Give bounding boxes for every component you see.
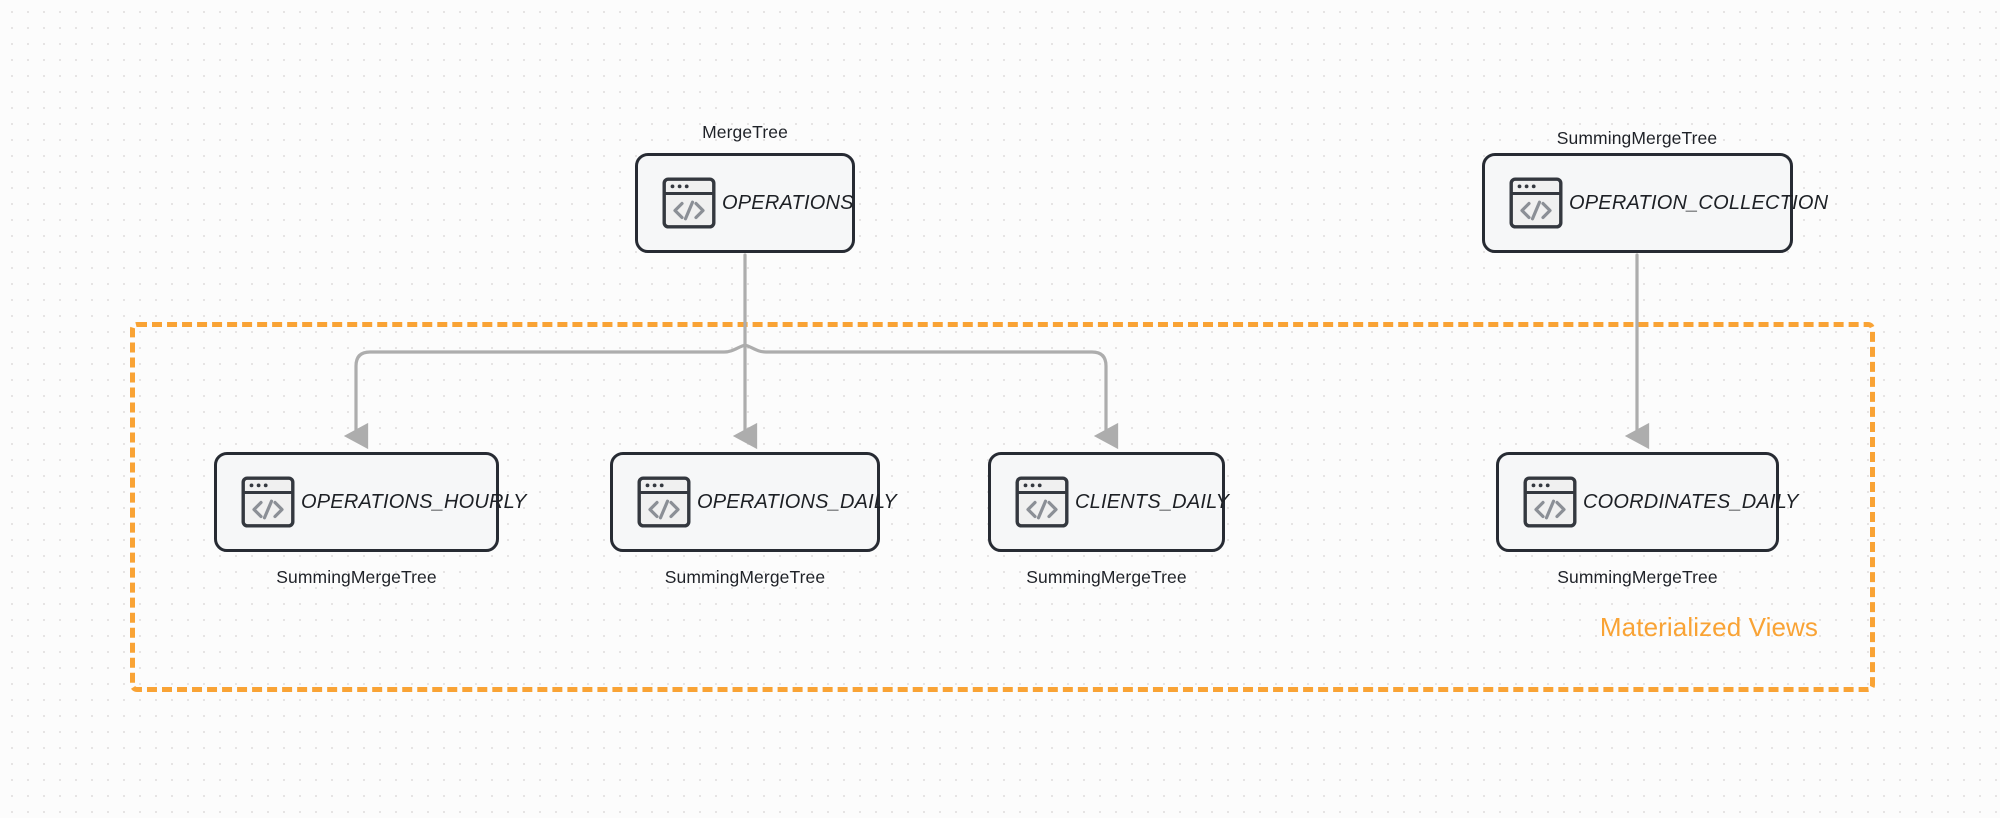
code-window-icon bbox=[1015, 476, 1069, 528]
code-window-icon bbox=[1523, 476, 1577, 528]
engine-caption-operations-hourly: SummingMergeTree bbox=[276, 567, 437, 587]
node-clients-daily[interactable]: CLIENTS_DAILY bbox=[988, 452, 1229, 552]
node-operations-daily[interactable]: OPERATIONS_DAILY bbox=[610, 452, 897, 552]
code-window-icon bbox=[662, 177, 716, 229]
node-label-operations-hourly: OPERATIONS_HOURLY bbox=[301, 490, 527, 513]
engine-caption-coordinates-daily: SummingMergeTree bbox=[1557, 567, 1718, 587]
node-operation-collection[interactable]: OPERATION_COLLECTION bbox=[1482, 153, 1828, 253]
engine-caption-operation-collection: SummingMergeTree bbox=[1556, 128, 1718, 148]
code-window-icon bbox=[1509, 177, 1563, 229]
engine-caption-clients-daily: SummingMergeTree bbox=[1026, 567, 1187, 587]
node-label-operations: OPERATIONS bbox=[722, 191, 854, 214]
materialized-views-group[interactable]: Materialized Views bbox=[130, 322, 1875, 692]
engine-caption-operations-daily: SummingMergeTree bbox=[664, 567, 826, 587]
node-operations-hourly[interactable]: OPERATIONS_HOURLY bbox=[214, 452, 526, 552]
code-window-icon bbox=[637, 476, 691, 528]
node-label-operations-daily: OPERATIONS_DAILY bbox=[697, 490, 897, 513]
code-window-icon bbox=[241, 476, 295, 528]
materialized-views-group-label: Materialized Views bbox=[1599, 612, 1818, 642]
node-label-coordinates-daily: COORDINATES_DAILY bbox=[1583, 490, 1799, 513]
node-label-operation-collection: OPERATION_COLLECTION bbox=[1569, 191, 1829, 214]
node-coordinates-daily[interactable]: COORDINATES_DAILY bbox=[1496, 452, 1798, 552]
engine-caption-operations: MergeTree bbox=[702, 122, 788, 142]
node-operations[interactable]: OPERATIONS bbox=[635, 153, 855, 253]
node-label-clients-daily: CLIENTS_DAILY bbox=[1075, 490, 1230, 513]
